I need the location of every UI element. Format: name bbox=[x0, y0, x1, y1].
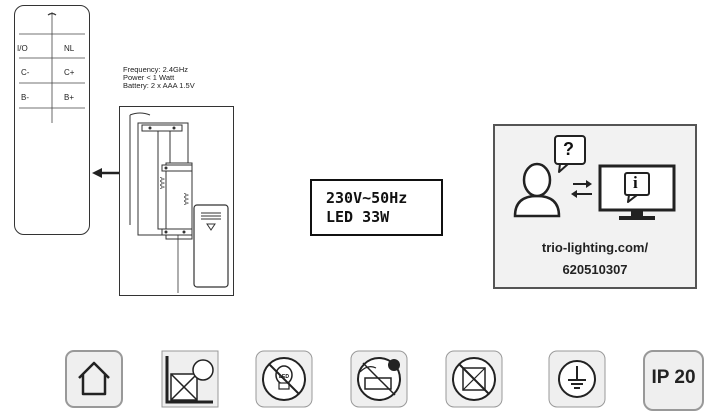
remote-control bbox=[14, 5, 90, 235]
product-support-illustration bbox=[513, 135, 676, 220]
product-info-box: ? i trio-lighting.com/ 620510307 bbox=[493, 124, 697, 289]
info-letter-icon: i bbox=[633, 173, 638, 192]
spec-battery: Battery: 2 x AAA 1.5V bbox=[123, 81, 195, 91]
battery-compartment-diagram: AAA AAA bbox=[119, 106, 234, 296]
remote-button-brightness-minus: B- bbox=[21, 93, 29, 102]
remote-button-on-off: I/O bbox=[17, 44, 28, 53]
spec-power: Power < 1 Watt bbox=[123, 73, 175, 83]
remote-button-night-light: NL bbox=[64, 44, 75, 53]
power-wattage: LED 33W bbox=[326, 208, 390, 226]
remote-button-brightness-plus: B+ bbox=[64, 93, 75, 102]
question-mark-icon: ? bbox=[563, 139, 574, 159]
remote-outline-icon bbox=[19, 12, 85, 123]
battery-label-1: AAA bbox=[158, 177, 164, 190]
led-not-replaceable-icon: LED bbox=[255, 350, 313, 408]
spec-frequency: Frequency: 2.4GHz bbox=[123, 65, 189, 74]
battery-label-2: AAA bbox=[182, 193, 188, 206]
no-direct-mounting-icon bbox=[161, 350, 219, 408]
support-url-line1: trio-lighting.com/ bbox=[541, 240, 649, 255]
indoor-use-house-icon bbox=[65, 350, 123, 408]
power-rating-label: 230V~50Hz LED 33W bbox=[310, 179, 443, 236]
no-insulation-cover-icon bbox=[445, 350, 503, 408]
ip-rating-text: IP 20 bbox=[651, 367, 696, 388]
battery-compartment-icon bbox=[129, 112, 229, 293]
remote-button-color-minus: C- bbox=[21, 68, 30, 77]
remote-button-color-plus: C+ bbox=[64, 68, 75, 77]
svg-text:LED: LED bbox=[279, 374, 289, 380]
remote-controlled-driver-icon bbox=[350, 350, 408, 408]
product-code: 620510307 bbox=[562, 262, 628, 277]
power-voltage: 230V~50Hz bbox=[326, 189, 408, 207]
ip-rating-badge: IP 20 bbox=[643, 350, 704, 411]
protective-earth-icon bbox=[548, 350, 606, 408]
remote-specifications: Frequency: 2.4GHz Power < 1 Watt Battery… bbox=[123, 65, 195, 91]
